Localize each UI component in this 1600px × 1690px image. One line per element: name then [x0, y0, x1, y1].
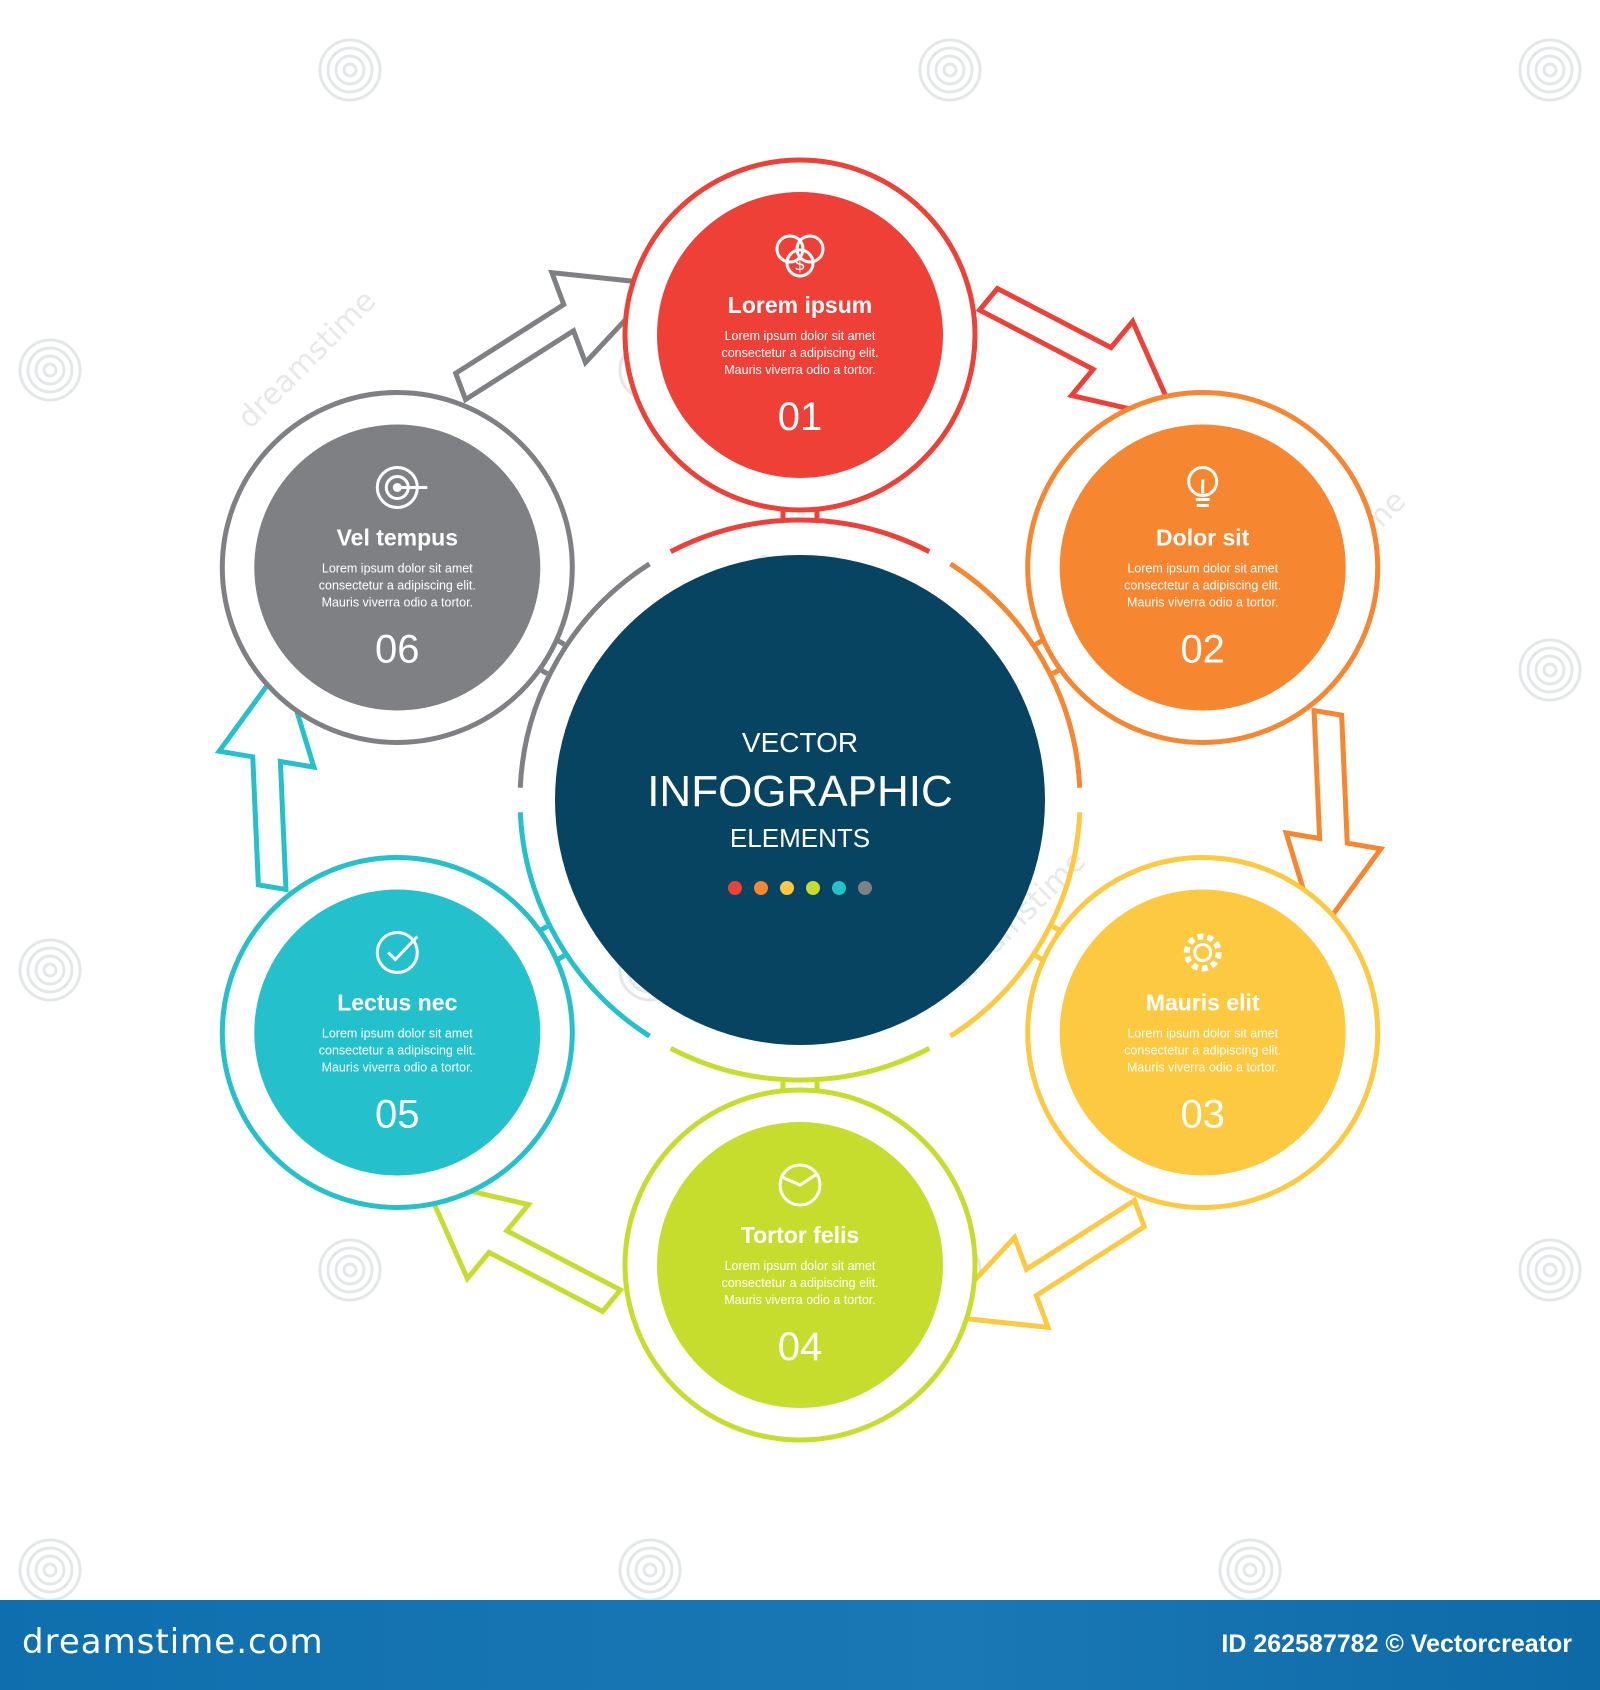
step-number: 04 — [778, 1325, 823, 1369]
gear-icon — [1183, 933, 1222, 972]
step-title: Vel tempus — [337, 525, 458, 551]
step-description: Mauris viverra odio a tortor. — [1127, 1061, 1278, 1075]
cycle-arrow — [452, 269, 664, 404]
step-description: consectetur a adipiscing elit. — [1124, 1044, 1281, 1058]
color-dot — [780, 881, 794, 895]
step-description: Mauris viverra odio a tortor. — [322, 596, 473, 610]
center-circle — [555, 555, 1045, 1045]
step-title: Dolor sit — [1156, 525, 1250, 551]
step-circle — [1059, 889, 1346, 1176]
step-circle — [254, 424, 541, 711]
cycle-arrow — [975, 285, 1181, 424]
step-circle — [657, 192, 943, 478]
step-description: Lorem ipsum dolor sit amet — [1127, 1027, 1278, 1041]
color-dot — [858, 881, 872, 895]
pie-chart-icon — [778, 1163, 822, 1207]
step-description: consectetur a adipiscing elit. — [721, 346, 878, 360]
target-icon — [375, 466, 428, 509]
image-id: ID 262587782 © Vectorcreator — [1221, 1630, 1572, 1658]
watermark-spiral — [318, 38, 382, 102]
color-dot — [754, 881, 768, 895]
step-description: Mauris viverra odio a tortor. — [724, 1293, 875, 1307]
clock-check-icon — [375, 931, 419, 974]
step-description: Mauris viverra odio a tortor. — [1127, 596, 1278, 610]
step-number: 06 — [375, 628, 420, 672]
color-dot — [728, 881, 742, 895]
lightbulb-icon — [1187, 466, 1219, 507]
watermark-spiral — [1518, 1238, 1582, 1302]
watermark-spiral — [918, 38, 982, 102]
center-ring — [517, 517, 1083, 1083]
cycle-arrow — [936, 1196, 1148, 1331]
step-number: 02 — [1180, 628, 1225, 672]
step-description: Mauris viverra odio a tortor. — [322, 1061, 473, 1075]
step-number: 05 — [375, 1093, 420, 1137]
watermark-spiral — [318, 1238, 382, 1302]
step-title: Lectus nec — [337, 990, 457, 1016]
step-description: Lorem ipsum dolor sit amet — [725, 329, 876, 343]
step-number: 03 — [1180, 1093, 1225, 1137]
dollar-coins-icon: $ — [775, 234, 825, 278]
step-title: Lorem ipsum — [728, 292, 872, 318]
watermark-spiral — [1518, 38, 1582, 102]
cycle-arrows — [214, 269, 1386, 1331]
step-description: Lorem ipsum dolor sit amet — [322, 1027, 473, 1041]
footer-logo[interactable]: dreamstime.com — [22, 1622, 324, 1662]
step-description: consectetur a adipiscing elit. — [1124, 579, 1281, 593]
watermark-spiral — [18, 1538, 82, 1600]
svg-text:$: $ — [794, 254, 805, 275]
step-circle — [1059, 424, 1346, 711]
step-description: Lorem ipsum dolor sit amet — [1127, 562, 1278, 576]
center-line-vector: VECTOR — [742, 727, 858, 758]
step-title: Tortor felis — [741, 1222, 859, 1248]
step-circle — [657, 1122, 943, 1408]
watermark-spiral — [18, 938, 82, 1002]
footer-bar: dreamstime.com ID 262587782 © Vectorcrea… — [0, 1600, 1600, 1690]
ring-segment — [949, 561, 1083, 788]
cycle-diagram: dreamstimedreamstimedreamstimedreamstime… — [18, 38, 1582, 1600]
center-hub: VECTOR INFOGRAPHIC ELEMENTS — [555, 555, 1045, 1045]
watermark-spiral — [1518, 638, 1582, 702]
step-description: Lorem ipsum dolor sit amet — [725, 1259, 876, 1273]
watermark-spiral — [18, 338, 82, 402]
ring-segment — [669, 1046, 931, 1083]
center-line-elements: ELEMENTS — [730, 823, 870, 853]
step-circle — [254, 889, 541, 1176]
step-title: Mauris elit — [1146, 990, 1260, 1016]
cycle-arrow — [419, 1176, 625, 1315]
step-description: consectetur a adipiscing elit. — [319, 1044, 476, 1058]
step-description: consectetur a adipiscing elit. — [319, 579, 476, 593]
watermark-spiral — [1218, 1538, 1282, 1600]
cycle-arrow — [214, 658, 318, 893]
color-dot — [806, 881, 820, 895]
center-line-infographic: INFOGRAPHIC — [647, 767, 953, 816]
color-dots — [728, 881, 872, 895]
step-number: 01 — [778, 395, 823, 439]
step-description: consectetur a adipiscing elit. — [721, 1276, 878, 1290]
step-description: Lorem ipsum dolor sit amet — [322, 562, 473, 576]
color-dot — [832, 881, 846, 895]
ring-segment — [949, 812, 1083, 1039]
cycle-arrow — [1282, 707, 1386, 942]
ring-segment — [517, 812, 651, 1039]
ring-segment — [517, 561, 651, 788]
step-description: Mauris viverra odio a tortor. — [724, 363, 875, 377]
ring-segment — [669, 517, 931, 554]
watermark-spiral — [618, 1538, 682, 1600]
